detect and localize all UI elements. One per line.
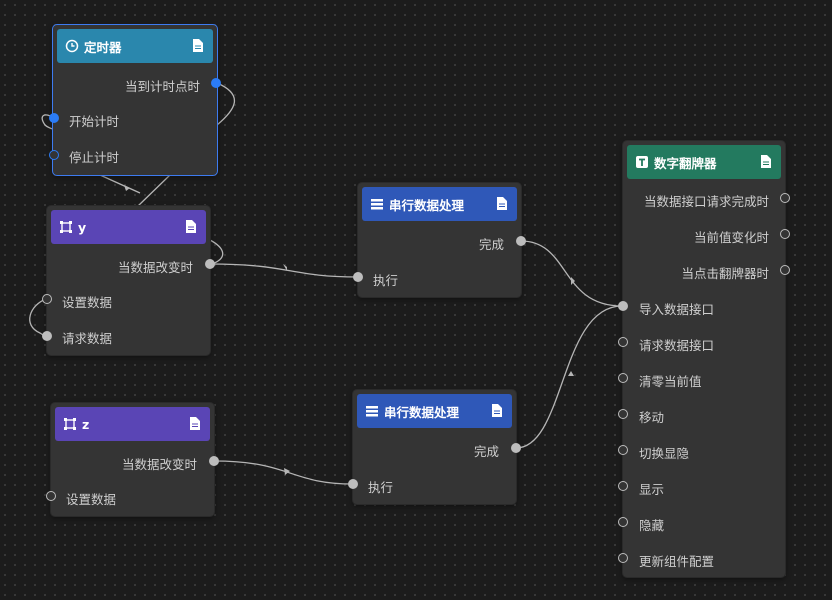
z-set-label: 设置数据 [66, 492, 117, 507]
flipper-input-label: 导入数据接口 [639, 302, 715, 317]
text-icon [635, 155, 649, 169]
flipper-input-label: 请求数据接口 [639, 338, 715, 353]
y-request-port[interactable] [42, 331, 52, 341]
flipper-input-port[interactable] [618, 553, 628, 563]
flipper-input-label: 更新组件配置 [639, 554, 715, 569]
flipper-output-label: 当数据接口请求完成时 [643, 194, 769, 209]
y-request-label: 请求数据 [62, 331, 113, 346]
timer-output-label: 当到计时点时 [124, 79, 200, 94]
y-set-port[interactable] [42, 294, 52, 304]
document-icon[interactable] [760, 155, 771, 168]
z-set-port[interactable] [46, 491, 56, 501]
variable-z-node[interactable]: z 当数据改变时 设置数据 [46, 403, 219, 516]
flipper-input-port[interactable] [618, 517, 628, 527]
flipper-input-label: 清零当前值 [639, 374, 702, 389]
timer-start-label: 开始计时 [69, 114, 120, 129]
document-icon[interactable] [192, 39, 203, 52]
serial-process-2-header[interactable]: 串行数据处理 [357, 394, 512, 428]
clock-icon [65, 39, 79, 53]
serial-1-input-port[interactable] [353, 272, 363, 282]
variable-icon [59, 220, 73, 234]
timer-node[interactable]: 定时器 当到计时点时 开始计时 停止计时 [49, 25, 221, 175]
z-output-port[interactable] [209, 456, 219, 466]
list-icon [370, 197, 384, 211]
flipper-input-label: 移动 [639, 410, 665, 425]
flipper-input-port[interactable] [618, 409, 628, 419]
variable-icon [63, 417, 77, 431]
timer-node-title: 定时器 [84, 39, 122, 55]
flipper-input-port[interactable] [618, 301, 628, 311]
variable-y-node[interactable]: y 当数据改变时 设置数据 请求数据 [42, 206, 215, 355]
flipper-input-port[interactable] [618, 373, 628, 383]
flipper-input-port[interactable] [618, 445, 628, 455]
serial-process-node-2[interactable]: 串行数据处理 完成 执行 [348, 390, 521, 504]
y-set-label: 设置数据 [62, 295, 113, 310]
document-icon[interactable] [491, 404, 502, 417]
number-flipper-header[interactable]: 数字翻牌器 [627, 145, 781, 179]
serial-2-input-port[interactable] [348, 479, 358, 489]
wire-z-serial2 [213, 460, 354, 485]
variable-y-title: y [78, 219, 87, 235]
document-icon[interactable] [189, 417, 200, 430]
wire-timer-y-b [137, 174, 171, 207]
serial-2-output-label: 完成 [473, 444, 499, 459]
flipper-output-port[interactable] [780, 265, 790, 275]
wire-y-serial1 [209, 263, 359, 278]
y-output-port[interactable] [205, 259, 215, 269]
number-flipper-node[interactable]: 数字翻牌器 当数据接口请求完成时 当前值变化时 当点击翻牌器时 导入数据接口 请… [618, 141, 790, 577]
flipper-output-label: 当点击翻牌器时 [681, 266, 769, 281]
flipper-input-label: 切换显隐 [639, 446, 690, 461]
serial-process-1-title: 串行数据处理 [389, 197, 465, 213]
timer-start-port[interactable] [49, 113, 59, 123]
wire-serial1-flipper [520, 240, 623, 307]
number-flipper-title: 数字翻牌器 [654, 155, 717, 171]
flipper-output-port[interactable] [780, 229, 790, 239]
variable-z-header[interactable]: z [55, 407, 210, 441]
timer-output-port[interactable] [211, 78, 221, 88]
document-icon[interactable] [185, 220, 196, 233]
document-icon[interactable] [496, 197, 507, 210]
wire-serial2-flipper [515, 305, 623, 449]
serial-1-output-label: 完成 [478, 237, 504, 252]
serial-2-output-port[interactable] [511, 443, 521, 453]
variable-y-header[interactable]: y [51, 210, 206, 244]
flipper-input-port[interactable] [618, 481, 628, 491]
timer-node-header[interactable]: 定时器 [57, 29, 213, 63]
serial-process-node-1[interactable]: 串行数据处理 完成 执行 [353, 183, 526, 297]
flipper-input-label: 显示 [639, 482, 665, 497]
serial-1-output-port[interactable] [516, 236, 526, 246]
serial-process-1-header[interactable]: 串行数据处理 [362, 187, 517, 221]
timer-stop-label: 停止计时 [69, 150, 120, 165]
wire-y-input-loop [29, 298, 47, 337]
flipper-output-label: 当前值变化时 [693, 230, 769, 245]
z-output-label: 当数据改变时 [121, 457, 197, 472]
serial-process-2-title: 串行数据处理 [384, 404, 460, 420]
flipper-input-label: 隐藏 [639, 518, 665, 533]
wire-timer-y-a [99, 174, 141, 194]
flipper-output-port[interactable] [780, 193, 790, 203]
serial-2-input-label: 执行 [368, 480, 394, 495]
list-icon [365, 404, 379, 418]
serial-1-input-label: 执行 [373, 273, 399, 288]
variable-z-title: z [82, 416, 90, 432]
timer-stop-port[interactable] [49, 150, 59, 160]
flipper-input-port[interactable] [618, 337, 628, 347]
y-output-label: 当数据改变时 [117, 260, 193, 275]
